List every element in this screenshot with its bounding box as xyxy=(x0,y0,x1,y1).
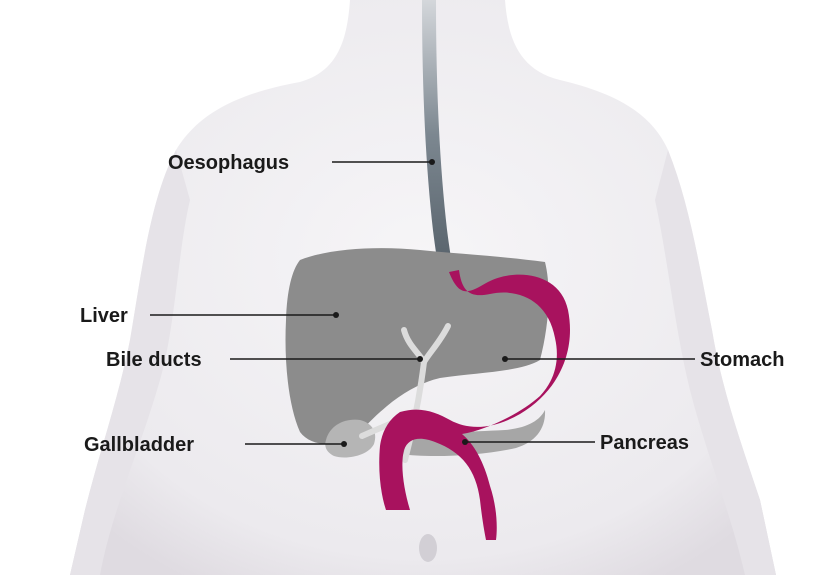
bile-ducts-label: Bile ducts xyxy=(106,349,202,371)
gallbladder-dot xyxy=(341,441,347,447)
gallbladder-label: Gallbladder xyxy=(84,434,194,456)
oesophagus-dot xyxy=(429,159,435,165)
bile-ducts-dot xyxy=(417,356,423,362)
pancreas-label: Pancreas xyxy=(600,432,689,454)
pancreas-dot xyxy=(462,439,468,445)
liver-label: Liver xyxy=(80,305,128,327)
stomach-label: Stomach xyxy=(700,349,784,371)
stomach-dot xyxy=(502,356,508,362)
oesophagus-label: Oesophagus xyxy=(168,152,289,174)
liver-dot xyxy=(333,312,339,318)
navel-shape xyxy=(419,534,437,562)
